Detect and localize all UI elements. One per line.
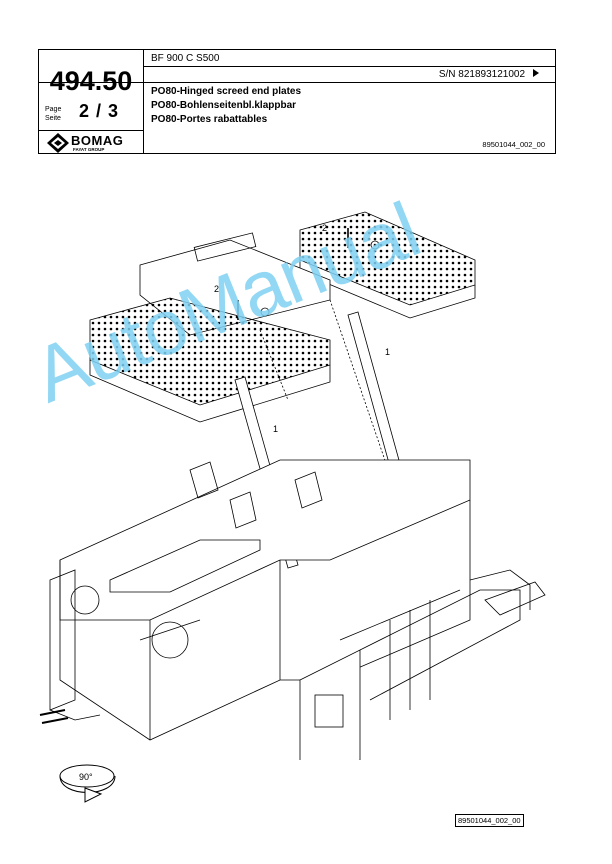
divider [39,82,555,83]
callout-label: 1 [385,347,390,357]
parts-drawing: 2 2 1 1 [39,211,546,760]
page-label: Page Seite [45,105,61,123]
page-label-de: Seite [45,115,61,122]
callout-label: 1 [273,424,278,434]
model-name: BF 900 C S500 [151,53,220,64]
rotation-label: 90° [79,772,93,782]
divider [39,130,143,131]
divider [143,66,555,67]
title-de: PO80-Bohlenseitenbl.klappbar [151,100,297,111]
header-box: BF 900 C S500 S/N 821893121002 494.50 Pa… [38,49,556,154]
brand-subtitle: FAYAT GROUP [73,147,105,152]
play-arrow-icon [533,69,539,77]
title-en: PO80-Hinged screed end plates [151,86,302,97]
page-label-en: Page [45,106,62,113]
page-value: 2 / 3 [79,101,120,121]
serial-number: S/N 821893121002 [439,69,539,80]
title-fr: PO80-Portes rabattables [151,114,268,125]
serial-text: S/N 821893121002 [438,69,525,80]
header-ref-code: 89501044_002_00 [482,140,545,149]
callout-label: 2 [322,223,327,233]
brand-logo: BOMAG FAYAT GROUP [43,133,139,153]
callout-label: 2 [214,284,219,294]
divider [143,50,144,153]
rotate-90-icon: 90° [59,764,116,803]
diamond-logo-icon [47,133,69,153]
brand-name: BOMAG [71,133,124,148]
footer-ref-code: 89501044_002_00 [455,814,524,827]
page-number: 494.50 [49,66,133,96]
